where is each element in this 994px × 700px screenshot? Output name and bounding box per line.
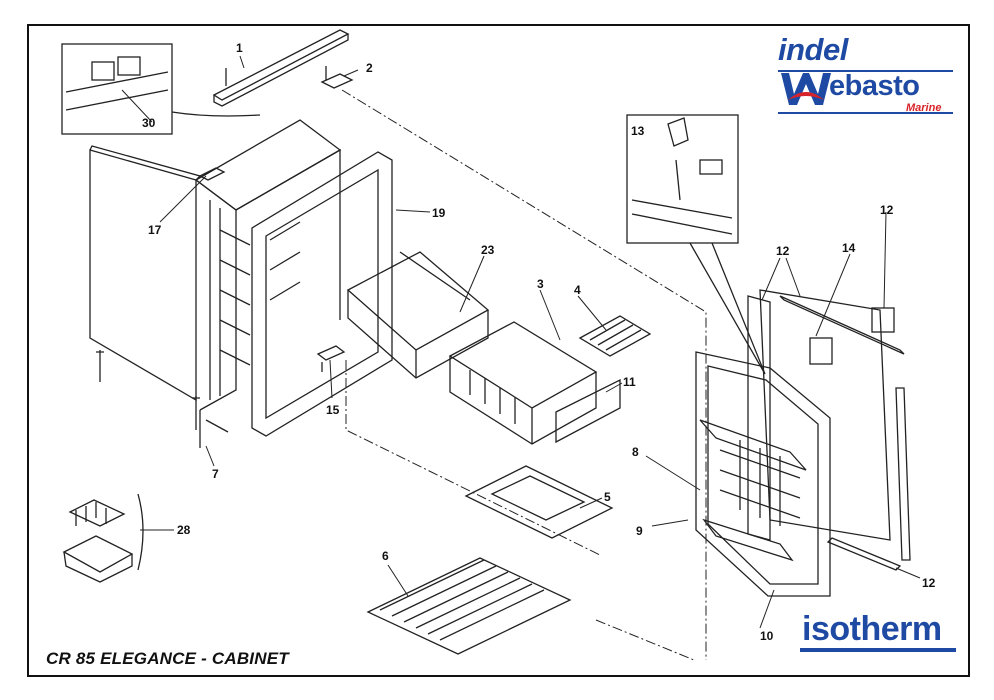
callout-12-right: 12 xyxy=(880,203,894,217)
logo-rule xyxy=(778,70,953,72)
part-clip-17 xyxy=(198,167,226,181)
drawing-frame xyxy=(27,24,970,677)
part-flap-11 xyxy=(555,378,621,444)
callout-28: 28 xyxy=(177,523,191,537)
callout-11: 11 xyxy=(623,375,636,389)
part-bracket-2 xyxy=(320,73,354,89)
part-top-rail xyxy=(212,29,350,101)
front-frame xyxy=(251,151,393,437)
hinge-pin-icon xyxy=(667,117,689,147)
part-ice-tray-28 xyxy=(68,499,126,527)
webasto-w-icon xyxy=(781,73,831,105)
callout-19: 19 xyxy=(432,206,446,220)
part-clip-15 xyxy=(316,345,346,361)
part-evaporator-23 xyxy=(346,251,490,351)
callout-10: 10 xyxy=(760,629,774,643)
callout-4: 4 xyxy=(574,283,581,297)
logo-rule-bottom xyxy=(778,112,953,114)
part-drip-tray-5 xyxy=(464,465,614,539)
inset-control-panel xyxy=(61,43,173,135)
callout-14: 14 xyxy=(842,241,856,255)
callout-1: 1 xyxy=(236,41,243,55)
callout-17: 17 xyxy=(148,223,162,237)
isotherm-underline xyxy=(800,648,956,652)
isotherm-logo-text: isotherm xyxy=(802,610,942,648)
callout-6: 6 xyxy=(382,549,389,563)
marine-logo-text: Marine xyxy=(906,102,942,114)
part-vent-12 xyxy=(871,307,895,333)
door-shelf xyxy=(699,419,807,471)
foot-icon xyxy=(96,350,104,382)
callout-15: 15 xyxy=(326,403,340,417)
inset-leader xyxy=(171,111,261,117)
callout-13: 13 xyxy=(631,124,645,138)
callout-12-bottom: 12 xyxy=(922,576,936,590)
part-grille-4 xyxy=(578,315,652,357)
cabinet-side-panel xyxy=(89,149,197,402)
part-panel-14 xyxy=(759,289,891,541)
part-door-10 xyxy=(695,351,831,597)
part-freezer-3 xyxy=(448,321,598,409)
callout-12-top: 12 xyxy=(776,244,790,258)
webasto-logo-text: ebasto xyxy=(829,70,920,102)
callout-7: 7 xyxy=(212,467,219,481)
callout-2: 2 xyxy=(366,61,373,75)
inset-hinge xyxy=(626,114,739,244)
callout-23: 23 xyxy=(481,243,495,257)
part-shelf-6 xyxy=(366,557,572,655)
page-title: CR 85 ELEGANCE - CABINET xyxy=(46,649,289,668)
part-gasket-12 xyxy=(747,295,771,541)
callout-3: 3 xyxy=(537,277,544,291)
callout-9: 9 xyxy=(636,524,643,538)
callout-5: 5 xyxy=(604,490,611,504)
indel-logo-text: indel xyxy=(778,32,848,67)
callout-30: 30 xyxy=(142,116,156,130)
assembly-line xyxy=(341,89,707,660)
callout-8: 8 xyxy=(632,445,639,459)
